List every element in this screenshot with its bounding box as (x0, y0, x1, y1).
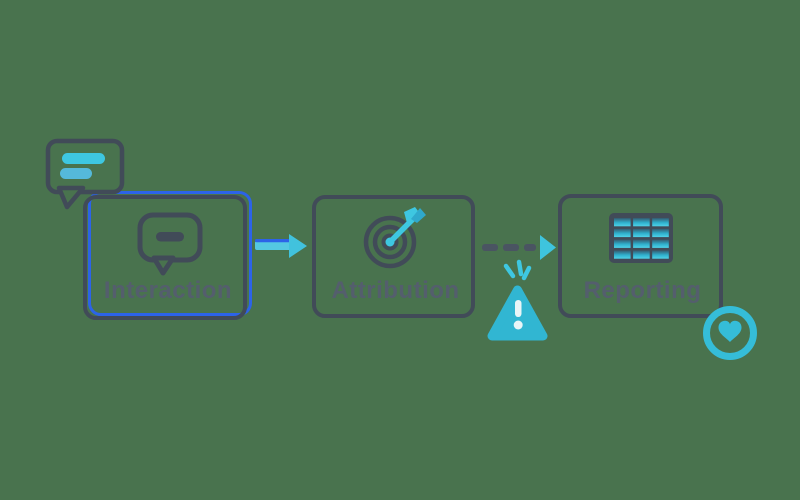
dashed-arrow-connector (482, 235, 556, 260)
reporting-label: Reporting (583, 277, 702, 304)
heart-badge-icon (703, 306, 757, 360)
table-grid-icon (609, 213, 673, 263)
reporting-box (558, 194, 723, 318)
chat-bubble-icon (137, 212, 203, 276)
chat-lines-bubble-icon (45, 138, 125, 210)
solid-arrow-connector (255, 234, 307, 258)
interaction-box (83, 195, 247, 320)
attribution-box (312, 195, 475, 318)
interaction-box-blue-offset (88, 191, 252, 316)
warning-triangle-icon (487, 259, 548, 341)
interaction-label: Interaction (103, 277, 233, 304)
target-dart-icon (363, 207, 426, 269)
attribution-label: Attribution (331, 277, 460, 304)
